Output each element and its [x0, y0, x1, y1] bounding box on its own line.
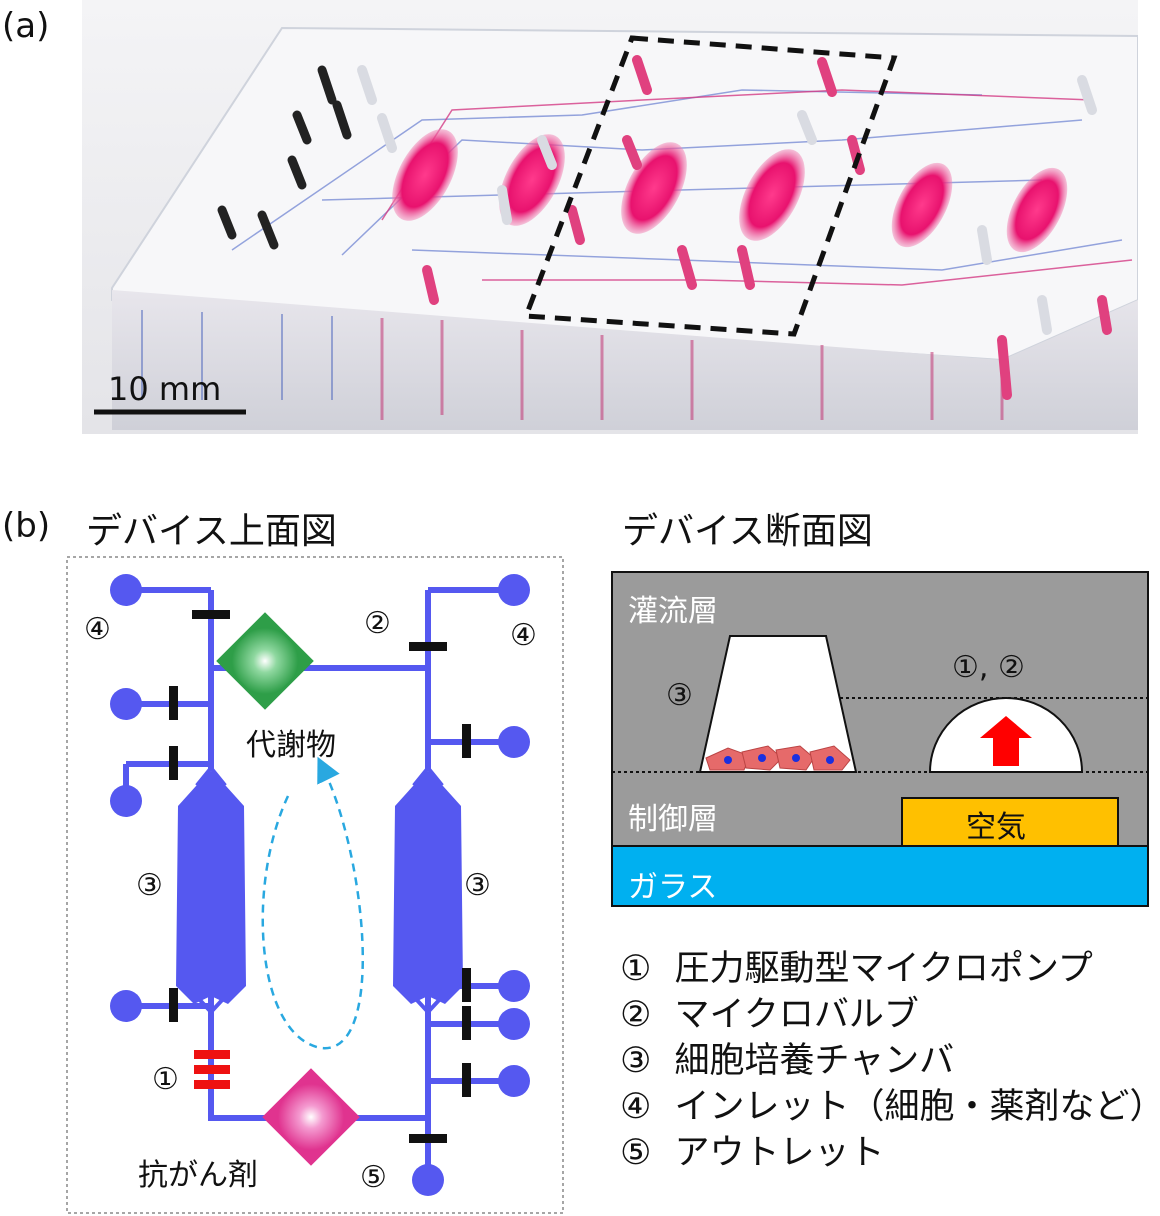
- legend-item: ⑤ アウトレット: [620, 1130, 1160, 1176]
- port-right-2: [498, 726, 530, 758]
- air-chamber: [901, 797, 1119, 847]
- device-photo: [82, 0, 1138, 434]
- legend-item: ① 圧力駆動型マイクロポンプ: [620, 946, 1160, 992]
- metabolite-node: [216, 612, 314, 710]
- port-left-3: [110, 785, 142, 817]
- culture-chamber-left: [176, 764, 246, 1015]
- legend-mark: ①: [620, 949, 652, 989]
- inlet-label-right: ④: [510, 618, 537, 653]
- legend-item: ③ 細胞培養チャンバ: [620, 1038, 1160, 1084]
- air-pressure-arrow: [980, 716, 1032, 766]
- panel-b-label: (b): [2, 506, 51, 546]
- pump-valve-marker: ①, ②: [952, 650, 1025, 685]
- legend-text: マイクロバルブ: [674, 995, 919, 1035]
- legend-item: ④ インレット（細胞・薬剤など）: [620, 1084, 1160, 1130]
- legend-text: インレット（細胞・薬剤など）: [674, 1087, 1160, 1127]
- control-layer-label: 制御層: [628, 802, 718, 837]
- scale-bar-label: 10 mm: [108, 370, 222, 408]
- legend-mark: ⑤: [620, 1133, 652, 1173]
- legend-text: 圧力駆動型マイクロポンプ: [674, 949, 1093, 989]
- cross-section-diagram: [611, 571, 1149, 907]
- legend-mark: ②: [620, 995, 652, 1035]
- panel-a-label: (a): [2, 6, 50, 46]
- outlet-port: [412, 1164, 444, 1196]
- port-right-4: [498, 1008, 530, 1040]
- inlet-port-right-top: [498, 574, 530, 606]
- glass-label: ガラス: [628, 870, 718, 905]
- pump-label: ①: [152, 1062, 179, 1097]
- legend-item: ② マイクロバルブ: [620, 992, 1160, 1038]
- anticancer-label: 抗がん剤: [138, 1158, 258, 1193]
- legend-mark: ④: [620, 1087, 652, 1127]
- chamber-marker: ③: [666, 678, 693, 713]
- inlet-label-left: ④: [84, 612, 111, 647]
- metabolite-label: 代謝物: [246, 728, 336, 763]
- chamber-label-right: ③: [464, 868, 491, 903]
- glass-layer: [611, 845, 1149, 907]
- port-left-2: [110, 688, 142, 720]
- valve-label: ②: [364, 606, 391, 641]
- legend: ① 圧力駆動型マイクロポンプ ② マイクロバルブ ③ 細胞培養チャンバ ④ イン…: [620, 946, 1160, 1176]
- legend-text: アウトレット: [674, 1133, 885, 1173]
- legend-text: 細胞培養チャンバ: [674, 1041, 955, 1081]
- outlet-label: ⑤: [360, 1160, 387, 1195]
- inlet-port-left-top: [110, 574, 142, 606]
- air-label: 空気: [966, 810, 1026, 845]
- cross-section-title: デバイス断面図: [622, 511, 873, 552]
- perfusion-layer-label: 灌流層: [628, 594, 718, 629]
- valves: [169, 610, 471, 1143]
- chamber-label-left: ③: [136, 868, 163, 903]
- circulation-arrow: [261, 756, 365, 1050]
- legend-mark: ③: [620, 1041, 652, 1081]
- top-view-title: デバイス上面図: [86, 511, 337, 552]
- port-right-5: [498, 1065, 530, 1097]
- port-right-3: [498, 970, 530, 1002]
- culture-chamber-right: [393, 764, 463, 1015]
- cells: [705, 745, 851, 771]
- pump-bars: [194, 1050, 230, 1089]
- port-left-4: [110, 990, 142, 1022]
- drug-node: [262, 1068, 360, 1166]
- top-view-diagram: [66, 556, 564, 1214]
- chamber-trapezoid: [698, 635, 858, 773]
